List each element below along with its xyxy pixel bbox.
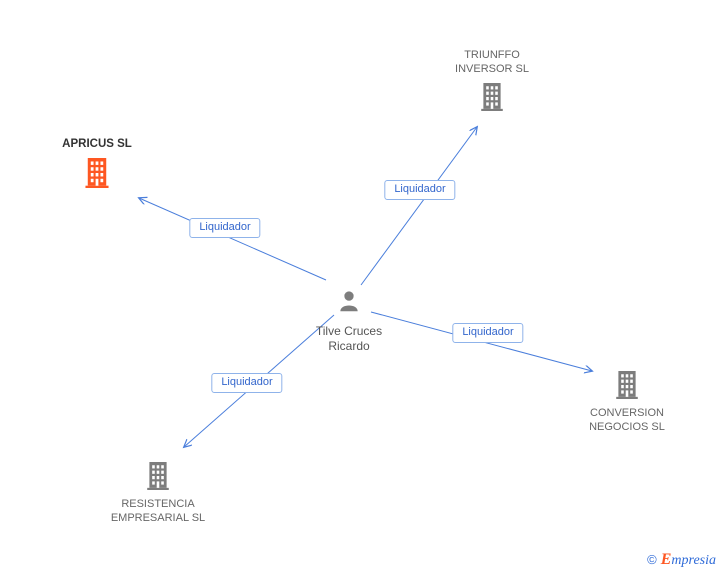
building-icon (84, 158, 110, 188)
node-label: EMPRESARIAL SL (110, 512, 206, 524)
brand-wordmark: Empresia (661, 551, 716, 569)
building-icon (146, 462, 170, 490)
node-label: TRIUNFFO (464, 49, 520, 61)
node-triunffo-inversor-sl[interactable]: TRIUNFFO INVERSOR SL (427, 48, 557, 111)
node-resistencia-empresarial-sl[interactable]: RESISTENCIA EMPRESARIAL SL (93, 462, 223, 525)
brand-text: mpresia (671, 553, 716, 568)
node-label: CONVERSION (590, 407, 664, 419)
edge-line-to-apricus (139, 198, 327, 281)
node-label: NEGOCIOS SL (589, 421, 665, 433)
building-icon (615, 371, 639, 399)
building-icon (480, 83, 504, 111)
copyright-symbol: © (647, 552, 657, 567)
edge-label-liquidador-apricus[interactable]: Liquidador (189, 218, 261, 238)
node-conversion-negocios-sl[interactable]: CONVERSION NEGOCIOS SL (562, 371, 692, 434)
person-name: Tilve Cruces (315, 324, 383, 338)
brand-initial: E (660, 551, 672, 568)
node-label: RESISTENCIA (121, 498, 195, 510)
edge-label-liquidador-triunffo[interactable]: Liquidador (384, 180, 456, 200)
node-label: APRICUS SL (62, 138, 132, 150)
node-apricus-sl[interactable]: APRICUS SL (32, 137, 162, 188)
empresia-logo[interactable]: © Empresia (647, 551, 716, 569)
person-icon (336, 289, 362, 320)
edge-label-liquidador-resistencia[interactable]: Liquidador (211, 373, 283, 393)
node-label: INVERSOR SL (455, 63, 529, 75)
node-person-tilve-cruces-ricardo[interactable]: Tilve Cruces Ricardo (284, 289, 414, 354)
edge-line-to-triunffo (360, 127, 477, 286)
edge-label-liquidador-conversion[interactable]: Liquidador (452, 323, 524, 343)
person-name: Ricardo (328, 339, 370, 353)
